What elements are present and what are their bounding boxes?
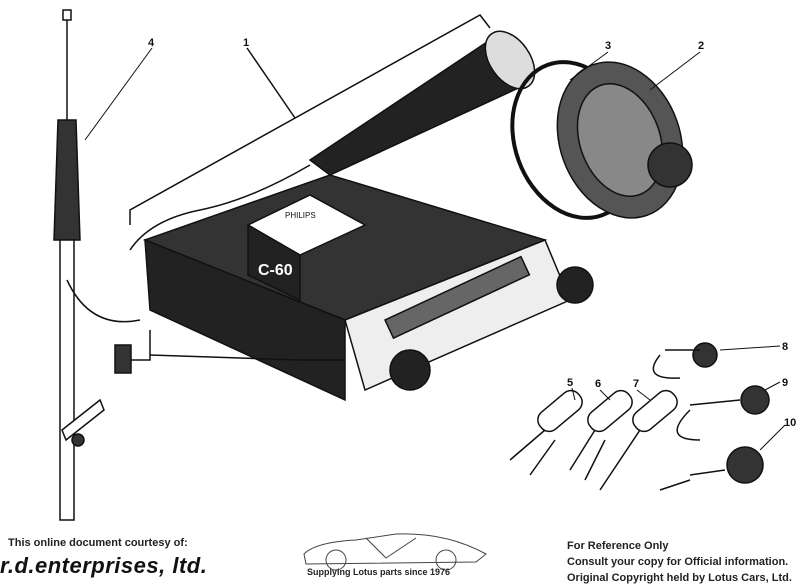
callout-8: 8 [782,341,788,353]
radio-parts-diagram: C-60 PHILIPS 1 2 3 4 5 6 [53,9,796,521]
cables [114,330,345,374]
capacitors [509,342,770,491]
speaker [510,60,693,220]
callout-6: 6 [595,378,601,390]
callout-numbers: 1 2 3 4 5 6 7 8 9 10 [148,37,796,429]
copyright-notice: For Reference Only Consult your copy for… [567,538,792,586]
brand-name: r.d.enterprises, ltd. [0,553,208,578]
notice-line-3: Original Copyright held by Lotus Cars, L… [567,572,792,584]
notice-line-2: Consult your copy for Official informati… [567,556,789,568]
callout-bracket-1 [129,14,491,225]
callout-2: 2 [698,40,704,52]
cassette-brand: PHILIPS [285,211,316,220]
callout-10: 10 [784,417,796,429]
callout-5: 5 [567,377,573,389]
callout-1: 1 [243,37,249,49]
antenna [53,9,141,521]
logo-caption: Supplying Lotus parts since 1976 [307,567,451,577]
callout-4: 4 [148,37,155,49]
callout-9: 9 [782,377,788,389]
leader-lines [84,47,786,451]
cassette-label: C-60 [258,262,293,279]
radio-cassette-unit: C-60 PHILIPS [142,174,594,402]
callout-3: 3 [605,40,611,52]
notice-line-1: For Reference Only [567,540,669,552]
courtesy-text: This online document courtesy of: [8,537,188,549]
callout-7: 7 [633,378,639,390]
lotus-car-logo [303,533,487,571]
